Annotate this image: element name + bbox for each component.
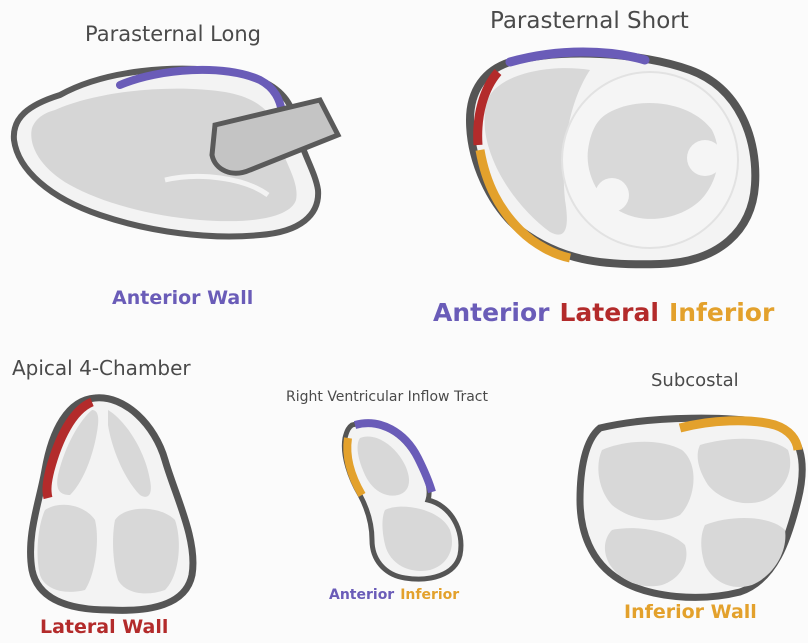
parasternal-long-wall-label: Anterior Wall	[112, 287, 253, 309]
parasternal-short-wall-labels: Anterior Lateral Inferior	[433, 298, 774, 327]
anterior-label: Anterior	[433, 298, 549, 327]
apical-4-chamber-heart	[31, 398, 193, 611]
apical-4-chamber-title: Apical 4-Chamber	[12, 356, 191, 380]
parasternal-long-heart	[14, 69, 338, 237]
rv-inflow-title: Right Ventricular Inflow Tract	[286, 389, 488, 405]
rv-inferior-label: Inferior	[400, 587, 459, 603]
rv-inflow-heart	[344, 423, 461, 579]
lateral-label: Lateral	[559, 298, 658, 327]
parasternal-long-title: Parasternal Long	[85, 22, 261, 46]
subcostal-title: Subcostal	[651, 370, 739, 391]
parasternal-short-title: Parasternal Short	[490, 8, 689, 34]
subcostal-wall-label: Inferior Wall	[624, 601, 757, 623]
inferior-label: Inferior	[669, 298, 774, 327]
subcostal-heart	[580, 418, 802, 597]
apical-4-chamber-wall-label: Lateral Wall	[40, 616, 168, 638]
rv-inflow-wall-labels: Anterior Inferior	[329, 587, 459, 603]
rv-anterior-label: Anterior	[329, 587, 394, 603]
parasternal-short-heart	[470, 52, 755, 264]
